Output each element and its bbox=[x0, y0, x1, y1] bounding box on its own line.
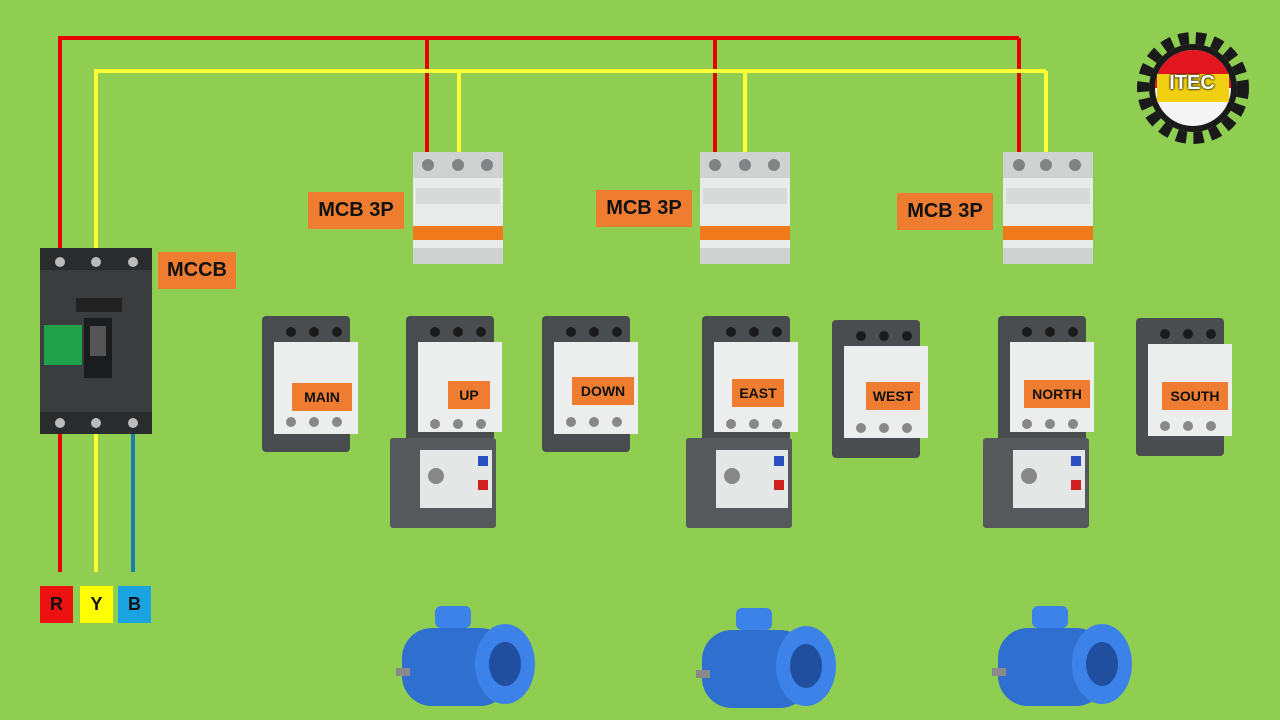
wire-red bbox=[60, 38, 1019, 572]
logo-text: ITEC bbox=[1148, 72, 1236, 95]
motor-icon bbox=[696, 608, 836, 708]
contactor-label-main: MAIN bbox=[292, 383, 352, 411]
contactor-label-south: SOUTH bbox=[1162, 382, 1228, 410]
contactor bbox=[998, 316, 1094, 442]
motor-icon bbox=[992, 606, 1132, 706]
contactor-label-east: EAST bbox=[732, 379, 784, 407]
mcb-label-3: MCB 3P bbox=[897, 193, 993, 230]
mccb-breaker bbox=[40, 248, 152, 434]
mccb-label: MCCB bbox=[158, 252, 236, 289]
contactor-label-north: NORTH bbox=[1024, 380, 1090, 408]
mcb-label-1: MCB 3P bbox=[308, 192, 404, 229]
contactor-label-down: DOWN bbox=[572, 377, 634, 405]
motor-icon bbox=[396, 606, 535, 706]
mcb-breaker bbox=[1003, 152, 1093, 264]
mcb-breaker bbox=[413, 152, 503, 264]
contactor-label-west: WEST bbox=[866, 382, 920, 410]
overload-relay bbox=[390, 438, 496, 528]
overload-relay bbox=[686, 438, 792, 528]
phase-label-b: B bbox=[118, 586, 151, 623]
phase-label-r: R bbox=[40, 586, 73, 623]
overload-relay bbox=[983, 438, 1089, 528]
mcb-label-2: MCB 3P bbox=[596, 190, 692, 227]
contactor-label-up: UP bbox=[448, 381, 490, 409]
contactor bbox=[406, 316, 502, 442]
phase-label-y: Y bbox=[80, 586, 113, 623]
mcb-breaker bbox=[700, 152, 790, 264]
